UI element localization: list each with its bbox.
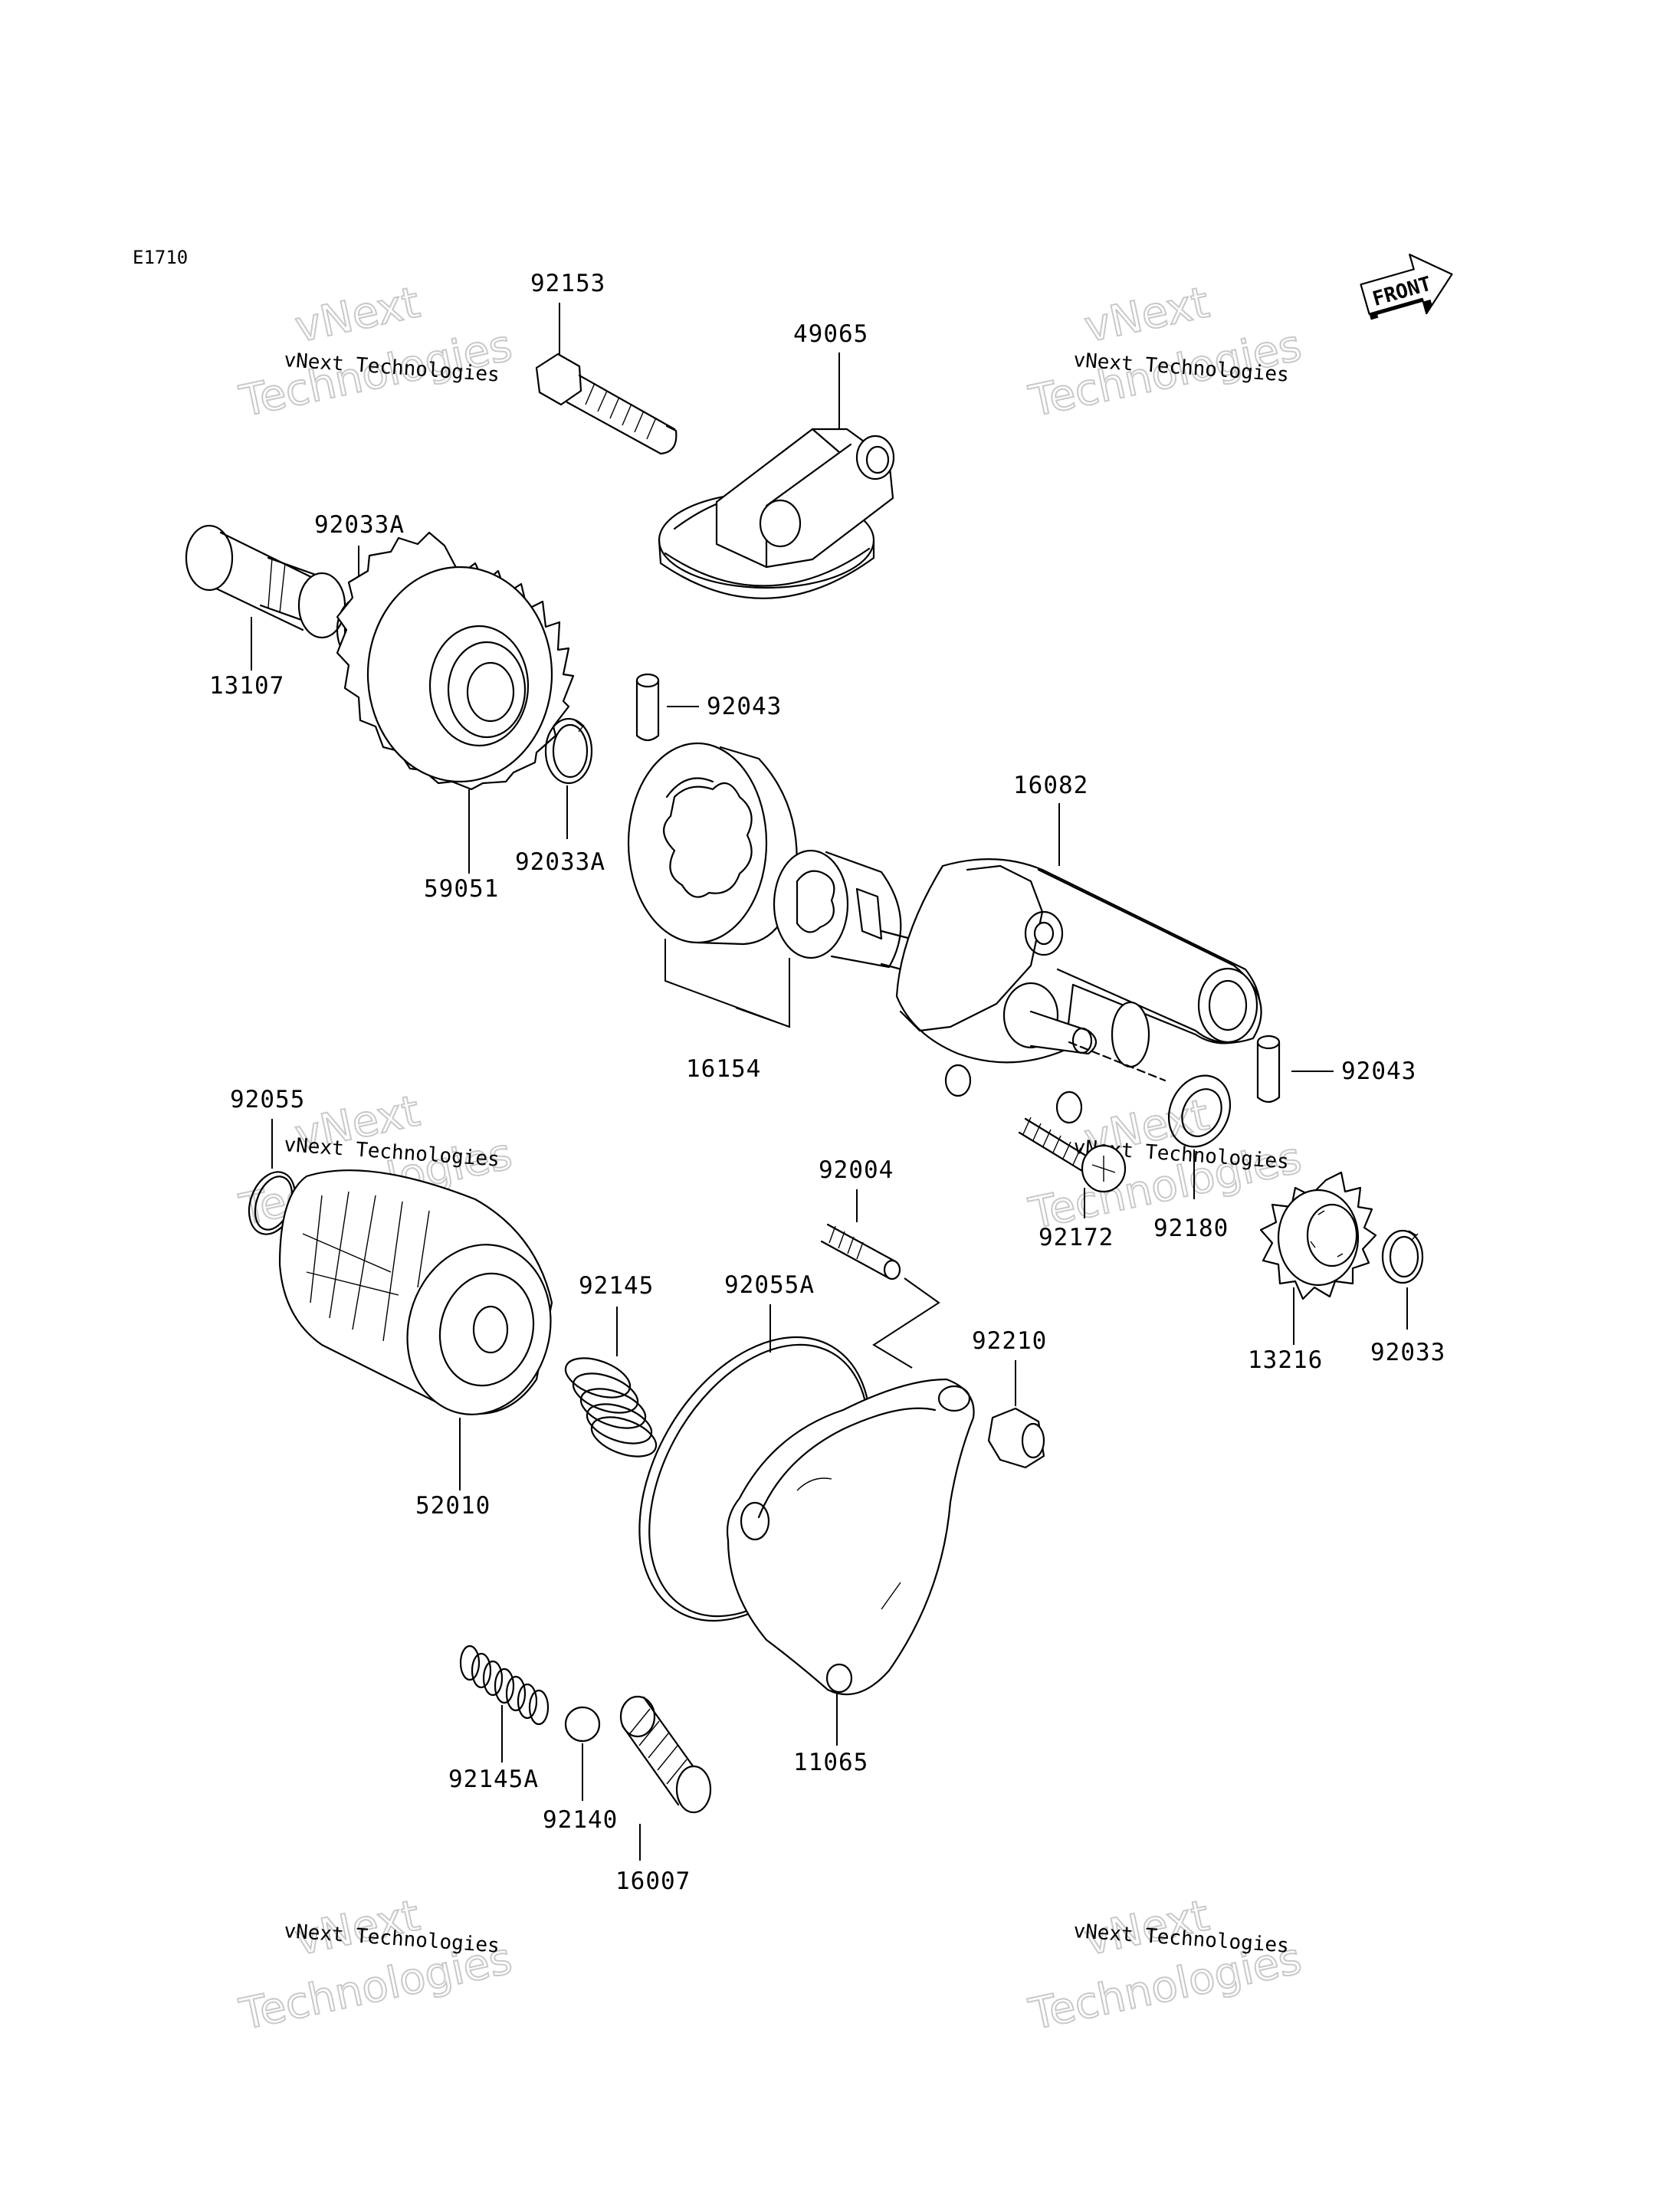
cover-11065 (726, 1378, 975, 1696)
part-label-92033A-top: 92033A (314, 511, 405, 539)
ball-92140 (564, 1706, 601, 1743)
part-label-92153: 92153 (530, 270, 605, 297)
part-label-92145A: 92145A (448, 1766, 539, 1793)
part-label-92145: 92145 (579, 1272, 654, 1300)
part-label-92033: 92033 (1370, 1339, 1445, 1366)
part-label-92043-top: 92043 (707, 693, 782, 720)
spring-92145 (564, 1357, 658, 1458)
part-label-52010: 52010 (415, 1492, 491, 1520)
part-label-13107: 13107 (209, 672, 284, 700)
part-label-92210: 92210 (972, 1327, 1047, 1355)
watermark-bottom-left: vNext Technologies (235, 1890, 517, 2041)
part-label-92004: 92004 (819, 1156, 894, 1184)
watermark-top-right: vNext Technologies (1024, 277, 1306, 428)
screw-92172 (1018, 1117, 1127, 1193)
gear-59051 (336, 531, 575, 791)
part-label-16154: 16154 (686, 1055, 761, 1083)
diagram-code: E1710 (133, 247, 188, 268)
pin-92043-right (1256, 1035, 1281, 1103)
part-label-92055: 92055 (230, 1086, 305, 1113)
oil-cap-49065 (658, 428, 895, 599)
shaft-13107 (185, 524, 346, 639)
part-label-92180: 92180 (1153, 1215, 1229, 1242)
oil-filter-52010 (278, 1169, 553, 1415)
watermark-top-left: vNext Technologies (235, 277, 517, 428)
part-label-49065: 49065 (793, 320, 868, 348)
part-label-92172: 92172 (1039, 1224, 1114, 1251)
part-label-92033A-mid: 92033A (515, 848, 605, 876)
circlip-92033A-mid (544, 717, 593, 785)
part-label-59051: 59051 (424, 875, 499, 903)
svg-text:vNext: vNext (291, 277, 425, 353)
rotor-set-16154 (627, 742, 902, 969)
gear-13216 (1259, 1171, 1377, 1300)
part-label-92055A: 92055A (724, 1271, 815, 1299)
nut-92210 (987, 1407, 1045, 1469)
part-label-16082: 16082 (1013, 772, 1088, 799)
stud-92004 (820, 1223, 940, 1369)
part-label-11065: 11065 (793, 1749, 868, 1776)
part-label-92140: 92140 (543, 1806, 618, 1834)
pin-92043-top (635, 673, 660, 742)
washer-92180 (1167, 1074, 1232, 1148)
part-label-13216: 13216 (1248, 1346, 1323, 1374)
bolt-92153 (535, 353, 678, 455)
pump-body-16082 (880, 858, 1262, 1124)
part-label-92043-right: 92043 (1341, 1058, 1416, 1085)
front-arrow-icon: FRONT (1360, 254, 1453, 320)
circlip-92033 (1381, 1229, 1424, 1284)
svg-text:vNext: vNext (1081, 277, 1214, 353)
plunger-16007 (619, 1695, 712, 1814)
part-label-16007: 16007 (615, 1867, 691, 1895)
watermark-bottom-right: vNext Technologies (1024, 1890, 1306, 2041)
spring-92145A (459, 1644, 550, 1726)
